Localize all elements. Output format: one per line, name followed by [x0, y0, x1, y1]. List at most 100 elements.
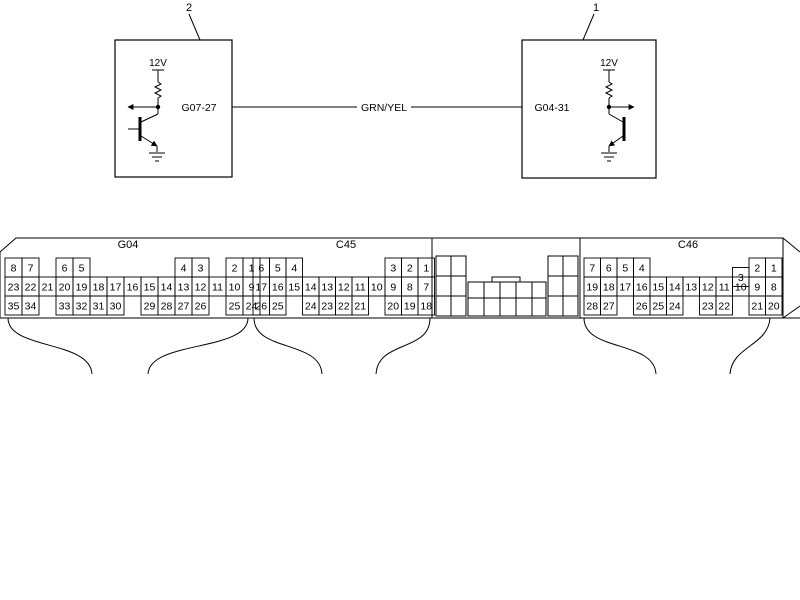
- pin-number: 2: [407, 263, 413, 275]
- pin-number: 18: [93, 282, 105, 294]
- module-1-ground-icon: [601, 152, 617, 162]
- pin-number: 21: [751, 301, 763, 313]
- module-2-leader: [188, 13, 201, 41]
- pin-cell-g04-4: 4: [174, 257, 193, 278]
- pin-number: 20: [768, 301, 780, 313]
- pin-number: 6: [606, 263, 612, 275]
- pin-cell-c46-24: 24: [666, 295, 684, 316]
- module-1-number: 1: [593, 2, 599, 14]
- module-1-terminal-label: G04-31: [534, 102, 569, 114]
- pin-cell-c45-13: 13: [318, 276, 336, 297]
- pin-cell-g04-8: 8: [4, 257, 23, 278]
- pin-cell-c46-12: 12: [699, 276, 717, 297]
- pin-number: 16: [272, 282, 284, 294]
- pin-cell-c45-26: 26: [252, 295, 270, 316]
- pin-number: 2: [754, 263, 760, 275]
- pin-number: 29: [144, 301, 156, 313]
- pin-number: 8: [11, 263, 17, 275]
- pin-number: 26: [195, 301, 207, 313]
- pin-cell-g04-22: 22: [21, 276, 40, 297]
- pin-cell-c46-8: 8: [765, 276, 783, 297]
- pin-cell-c46-5: 5: [616, 257, 634, 278]
- pin-cell-g04-5: 5: [72, 257, 91, 278]
- pin-cell-g04-17: 17: [106, 276, 125, 297]
- pin-number: 10: [371, 282, 383, 294]
- pin-number: 9: [249, 282, 255, 294]
- pin-number: 10: [229, 282, 241, 294]
- pin-cell-c45-24: 24: [302, 295, 320, 316]
- pin-cell-c46-11: 11: [715, 276, 733, 297]
- pin-number: 1: [771, 263, 777, 275]
- pin-cell-c45-3: 3: [384, 257, 402, 278]
- pin-number: 13: [685, 282, 697, 294]
- pin-number: 9: [754, 282, 760, 294]
- pin-number: 5: [622, 263, 628, 275]
- pin-cell-g04-30: 30: [106, 295, 125, 316]
- pin-number: 12: [338, 282, 350, 294]
- pin-cell-c45-14: 14: [302, 276, 320, 297]
- pin-number: 27: [178, 301, 190, 313]
- pin-cell-g04-33: 33: [55, 295, 74, 316]
- pin-number: 13: [321, 282, 333, 294]
- pin-cell-c45-22: 22: [335, 295, 353, 316]
- pin-number: 14: [305, 282, 317, 294]
- pin-number: 23: [8, 282, 20, 294]
- pin-cell-c46-22: 22: [715, 295, 733, 316]
- pin-cell-g04-14: 14: [157, 276, 176, 297]
- connector-label-g04: G04: [118, 239, 139, 251]
- pin-number: 12: [702, 282, 714, 294]
- pin-cell-g04-20: 20: [55, 276, 74, 297]
- blank-terminal-block: [435, 255, 579, 317]
- pin-cell-g04-32: 32: [72, 295, 91, 316]
- pin-number: 33: [59, 301, 71, 313]
- module-1-transistor-icon: [608, 113, 626, 152]
- pin-cell-c46-6: 6: [600, 257, 618, 278]
- pin-cell-c46-28: 28: [583, 295, 601, 316]
- pin-cell-c45-15: 15: [285, 276, 303, 297]
- pin-number: 16: [636, 282, 648, 294]
- pin-cell-g04-15: 15: [140, 276, 159, 297]
- pin-cell-c45-21: 21: [351, 295, 369, 316]
- pin-cell-g04-24: 24: [242, 295, 261, 316]
- pin-cell-c45-16: 16: [269, 276, 287, 297]
- pin-number: 19: [76, 282, 88, 294]
- module-2-box: [114, 39, 233, 178]
- pin-number: 22: [718, 301, 730, 313]
- module-1: 1 12V: [521, 2, 657, 179]
- pin-cell-g04-12: 12: [191, 276, 210, 297]
- ecu-connector-housing: G04 C45 C46: [0, 237, 800, 319]
- pin-number: 11: [719, 282, 730, 294]
- pin-number: 18: [603, 282, 615, 294]
- pin-number: 7: [589, 263, 595, 275]
- pin-cell-c46-26: 26: [633, 295, 651, 316]
- pin-number: 25: [229, 301, 241, 313]
- pin-cell-c45-18: 18: [417, 295, 435, 316]
- pin-cell-g04-13: 13: [174, 276, 193, 297]
- pin-cell-g04-28: 28: [157, 295, 176, 316]
- module-2-supply-label: 12V: [149, 58, 167, 69]
- module-2-terminal-label: G07-27: [181, 102, 216, 114]
- pin-number: 21: [354, 301, 366, 313]
- pin-cell-c45-17: 17: [252, 276, 270, 297]
- pin-number: 26: [255, 301, 267, 313]
- pin-cell-c45-4: 4: [285, 257, 303, 278]
- pin-cell-c46-13: 13: [682, 276, 700, 297]
- pin-number: 6: [258, 263, 264, 275]
- pin-cell-g04-2: 2: [225, 257, 244, 278]
- module-2-ground-icon: [149, 152, 165, 162]
- pin-cell-g04-16: 16: [123, 276, 142, 297]
- pin-number: 22: [25, 282, 37, 294]
- pin-number: 4: [291, 263, 297, 275]
- pin-number: 14: [669, 282, 681, 294]
- pin-cell-c45-11: 11: [351, 276, 369, 297]
- pin-number: 19: [586, 282, 598, 294]
- pin-cell-c45-25: 25: [269, 295, 287, 316]
- pin-cell-c46-17: 17: [616, 276, 634, 297]
- pin-cell-c46-21: 21: [748, 295, 766, 316]
- pin-cell-c46-23: 23: [699, 295, 717, 316]
- pin-cell-g04-26: 26: [191, 295, 210, 316]
- pin-number: 16: [127, 282, 139, 294]
- pin-cell-c46-16: 16: [633, 276, 651, 297]
- pin-number: 15: [144, 282, 156, 294]
